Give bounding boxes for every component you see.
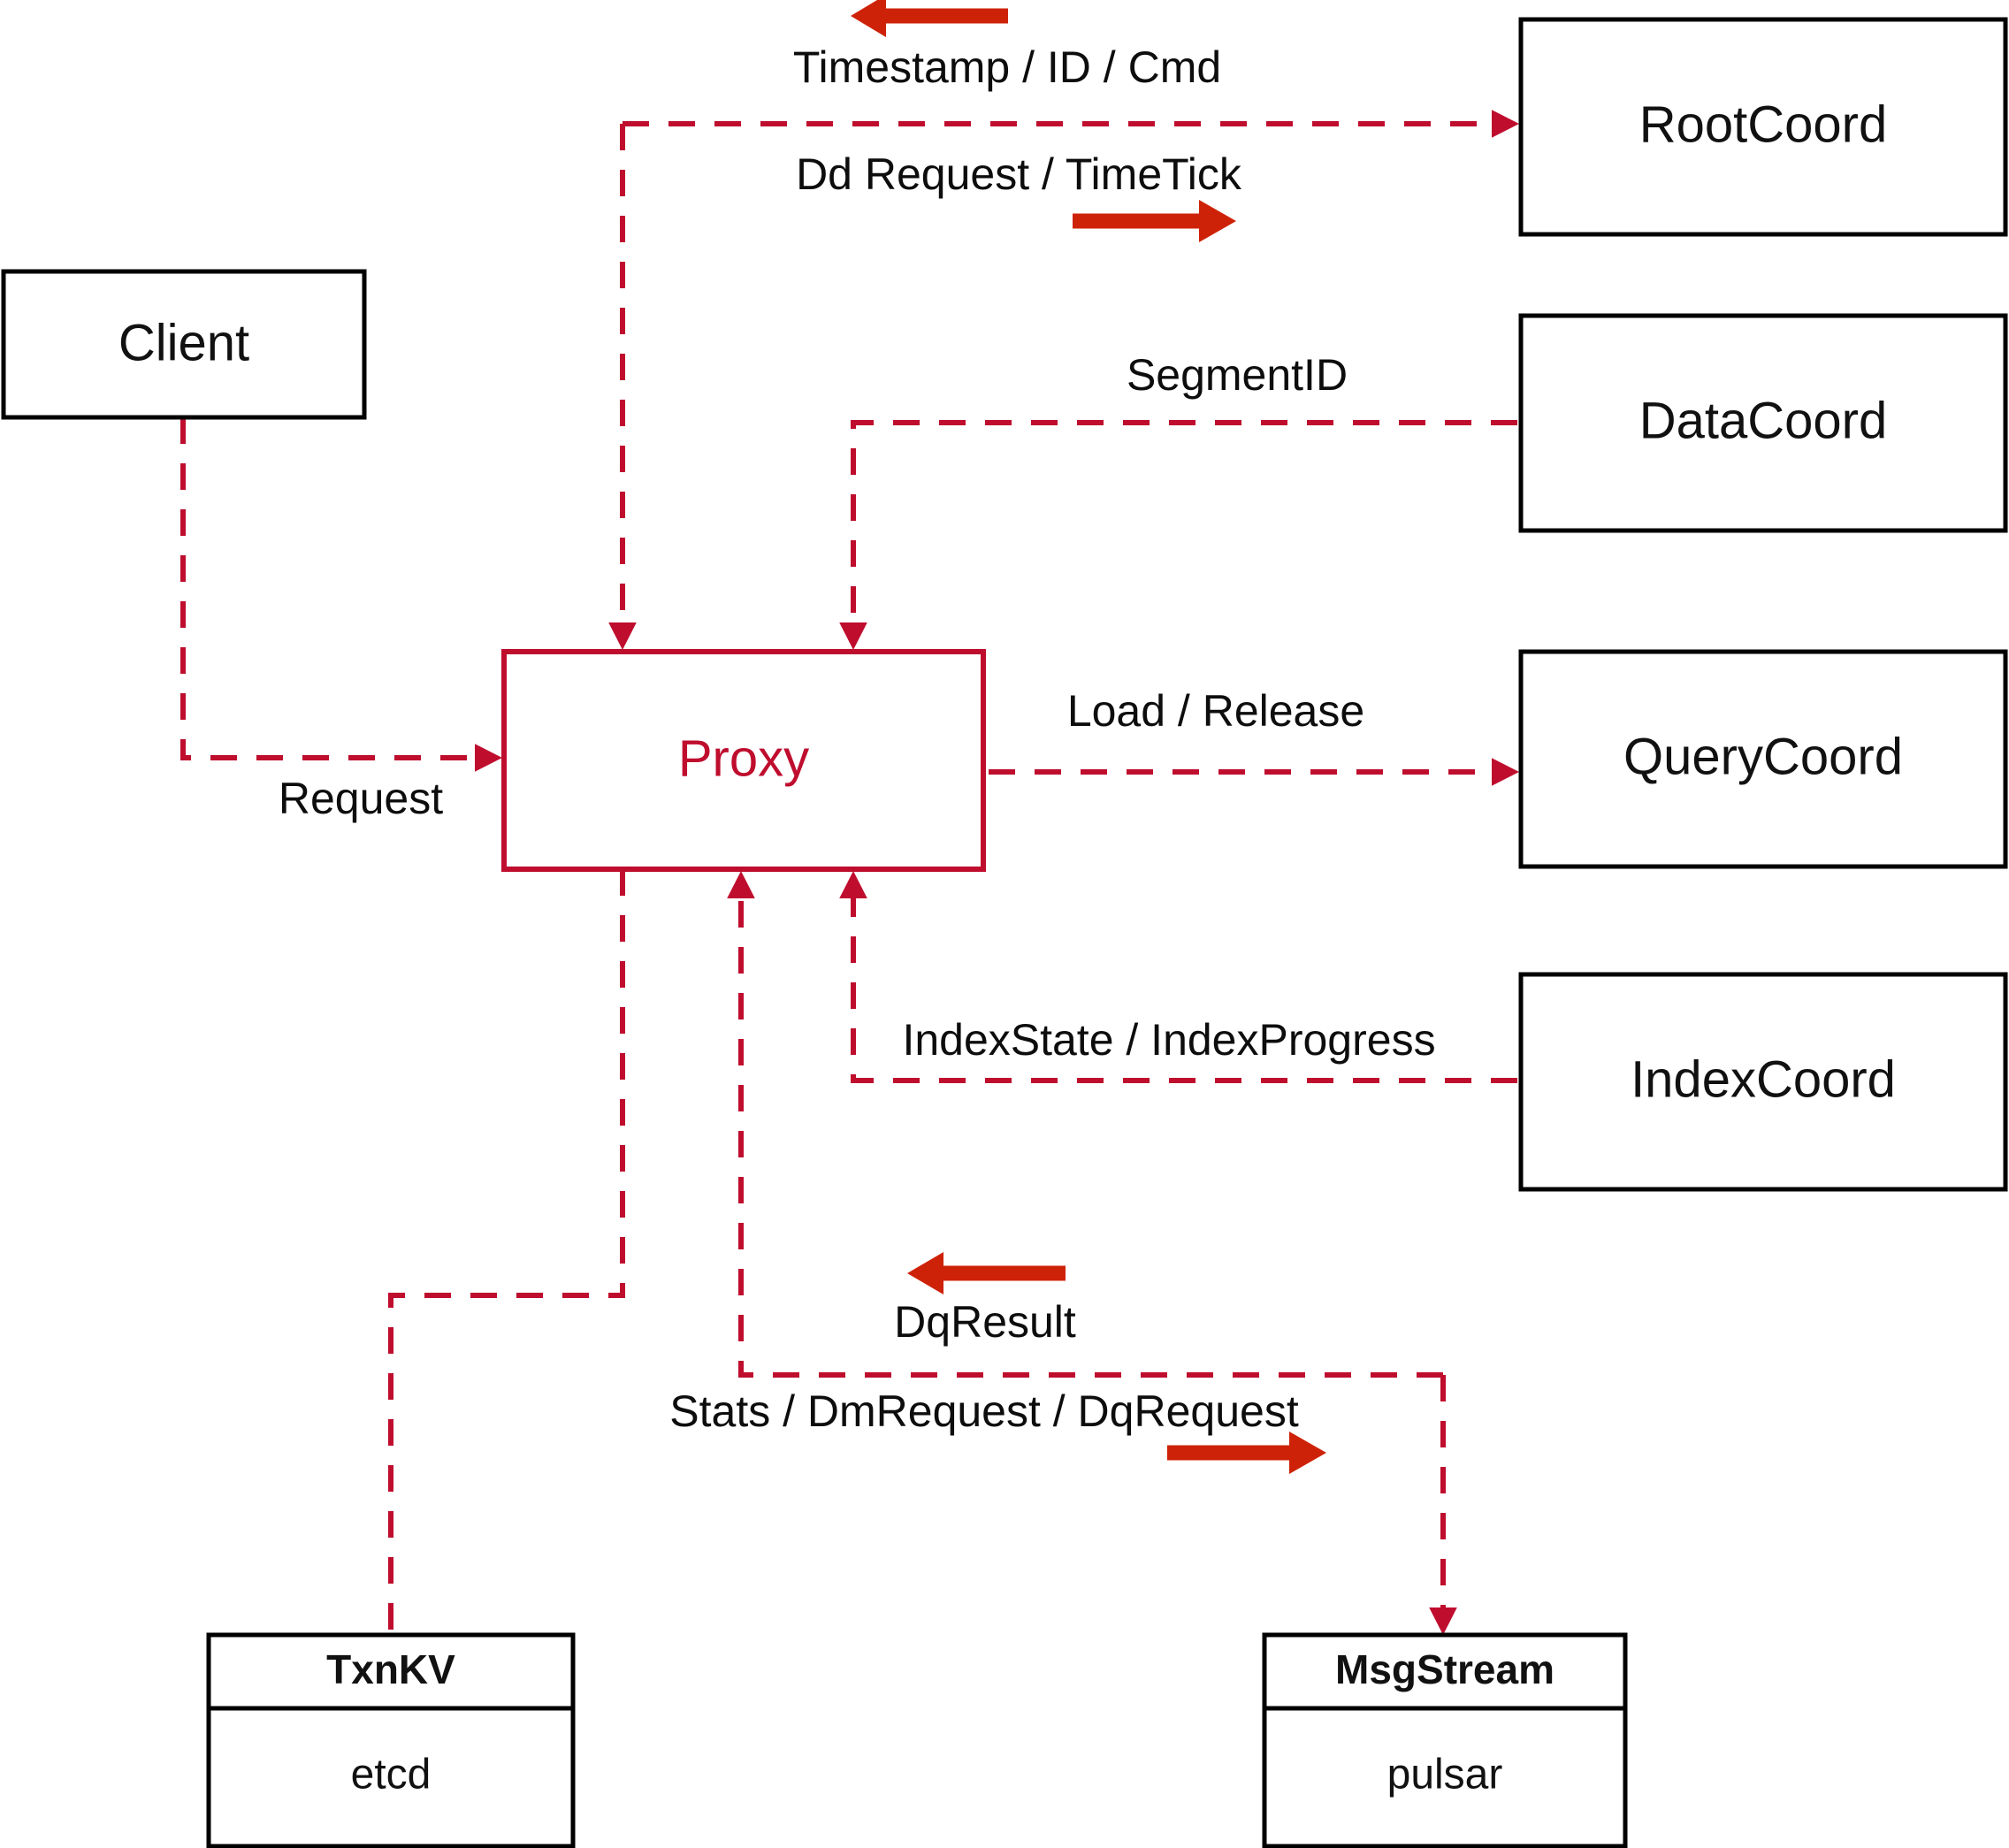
- bold-arrow-ddrequest-right: [1073, 200, 1236, 242]
- node-proxy[interactable]: Proxy: [501, 649, 986, 872]
- node-querycoord[interactable]: QueryCoord: [1518, 649, 2008, 869]
- node-indexcoord[interactable]: IndexCoord: [1518, 972, 2008, 1192]
- edge-label-indexstate-indexprogress: IndexState / IndexProgress: [902, 1015, 1435, 1065]
- edge-indexcoord-to-proxy: [839, 870, 1517, 1083]
- node-msgstream-impl: pulsar: [1387, 1752, 1503, 1798]
- edge-label-request: Request: [279, 774, 443, 823]
- node-client[interactable]: Client: [1, 269, 367, 420]
- node-txnkv[interactable]: TxnKV etcd: [206, 1632, 576, 1848]
- node-txnkv-label: TxnKV: [326, 1646, 455, 1692]
- node-datacoord-label: DataCoord: [1639, 392, 1887, 449]
- node-rootcoord[interactable]: RootCoord: [1518, 17, 2008, 237]
- node-datacoord[interactable]: DataCoord: [1518, 313, 2008, 533]
- bold-arrow-timestamp-left: [851, 0, 1008, 37]
- edge-label-dd-request-timetick: Dd Request / TimeTick: [796, 149, 1242, 199]
- node-indexcoord-label: IndexCoord: [1631, 1050, 1896, 1108]
- edge-client-to-proxy: [180, 417, 503, 772]
- node-txnkv-impl: etcd: [351, 1752, 432, 1798]
- node-proxy-label: Proxy: [678, 729, 809, 787]
- node-rootcoord-label: RootCoord: [1639, 95, 1887, 153]
- edge-label-segmentid: SegmentID: [1127, 350, 1348, 400]
- edge-label-stats-dmrequest-dqrequest: Stats / DmRequest / DqRequest: [669, 1386, 1299, 1436]
- node-client-label: Client: [118, 314, 249, 371]
- edge-proxy-to-txnkv: [388, 869, 625, 1632]
- node-querycoord-label: QueryCoord: [1623, 728, 1903, 785]
- edge-label-dqresult: DqResult: [894, 1297, 1076, 1347]
- node-msgstream-label: MsgStream: [1335, 1646, 1554, 1692]
- bold-arrow-dqresult-left: [907, 1252, 1066, 1294]
- edge-label-timestamp-id-cmd: Timestamp / ID / Cmd: [793, 42, 1221, 92]
- edge-datacoord-to-proxy: [839, 420, 1517, 651]
- node-msgstream[interactable]: MsgStream pulsar: [1262, 1632, 1628, 1848]
- bold-arrow-dqrequest-right: [1167, 1432, 1326, 1474]
- edge-label-load-release: Load / Release: [1067, 686, 1364, 736]
- edge-msgstream-to-proxy: [727, 870, 1443, 1378]
